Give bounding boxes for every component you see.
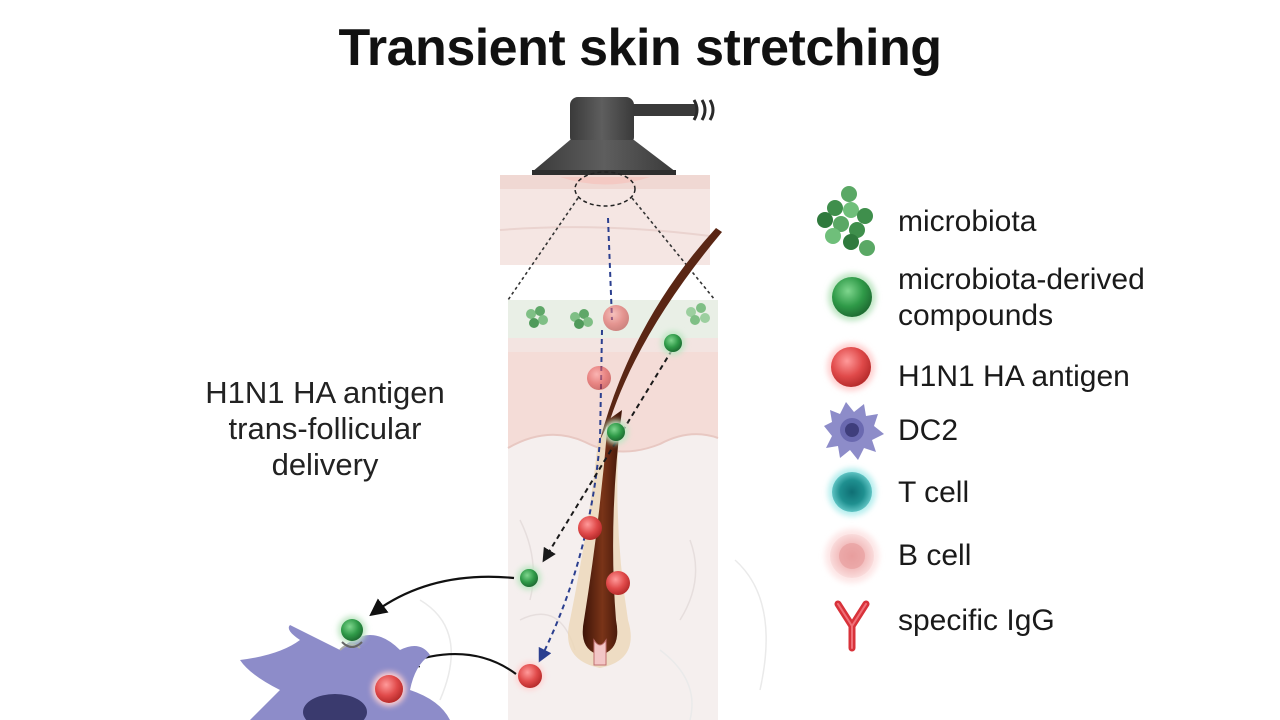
skin-particles bbox=[516, 305, 685, 690]
legend-label-igg: specific IgG bbox=[898, 604, 1055, 637]
legend-label-compounds-line1: microbiota-derived bbox=[898, 263, 1145, 296]
blue-arrow-antigen-path bbox=[538, 329, 603, 663]
legend-igg-icon bbox=[834, 600, 870, 652]
diagram-title: Transient skin stretching bbox=[338, 19, 943, 77]
legend-dc2-icon bbox=[824, 402, 884, 460]
legend-antigen-icon bbox=[827, 343, 875, 391]
zoom-line-right bbox=[631, 197, 716, 301]
dark-arrow-compound-path bbox=[542, 349, 673, 563]
legend-label-t-cell: T cell bbox=[898, 476, 970, 509]
delivery-label-line3: delivery bbox=[271, 447, 379, 482]
zoom-line-left bbox=[507, 197, 579, 301]
surface-microbiota bbox=[526, 303, 710, 329]
legend-microbiota-icon bbox=[817, 186, 875, 256]
legend-label-antigen: H1N1 HA antigen bbox=[898, 360, 1130, 393]
legend-compound-icon bbox=[828, 273, 876, 321]
dendritic-cell-dc2 bbox=[240, 616, 450, 720]
arrow-compound-to-dc bbox=[369, 575, 515, 617]
legend-label-b-cell: B cell bbox=[898, 539, 972, 572]
delivery-label-line2: trans-follicular bbox=[228, 411, 422, 446]
suction-device bbox=[532, 97, 715, 176]
legend-label-dc2: DC2 bbox=[898, 414, 959, 447]
skin-surface-block bbox=[499, 171, 711, 265]
delivery-label-line1: H1N1 HA antigen bbox=[205, 375, 445, 410]
legend-label-microbiota: microbiota bbox=[898, 205, 1037, 238]
legend-b-cell-icon bbox=[825, 529, 879, 583]
delivery-label: H1N1 HA antigen trans-follicular deliver… bbox=[170, 375, 480, 483]
legend-label-compounds-line2: compounds bbox=[898, 299, 1054, 332]
blue-arrow-upper bbox=[607, 217, 613, 321]
hair-follicle bbox=[568, 228, 722, 668]
legend-t-cell-icon bbox=[828, 468, 876, 516]
